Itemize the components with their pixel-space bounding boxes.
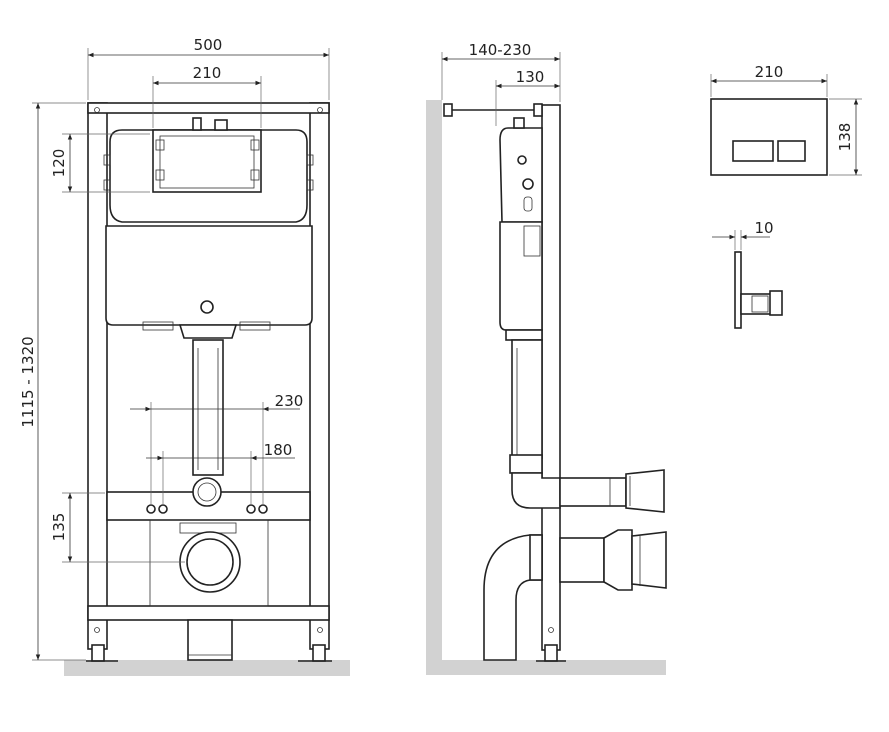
front-floor: [64, 660, 350, 676]
dim-frame-depth-label: 130: [516, 68, 545, 86]
flush-plate-front: [710, 98, 828, 176]
flush-plate-side: [734, 251, 742, 329]
side-inlet-pipe: [559, 477, 627, 507]
dim-outlet-height-label: 135: [50, 513, 68, 542]
flush-pipe: [192, 339, 224, 476]
top-rail: [87, 102, 330, 114]
side-wall: [426, 100, 442, 675]
dim-plate-thickness-label: 10: [754, 219, 773, 237]
flush-button-right: [777, 140, 806, 162]
dim-depth-label: 140-230: [469, 41, 532, 59]
drain-outlet: [179, 531, 241, 593]
side-upright: [541, 104, 561, 651]
cistern-body: [105, 225, 313, 326]
side-flush-pipe: [511, 339, 543, 459]
flush-plate: 210 138 10: [710, 63, 862, 329]
side-view: 140-230 130: [426, 41, 667, 675]
bolt-left-outer: [146, 504, 156, 514]
dim-height-label: 1115 - 1320: [19, 336, 37, 427]
bolt-right-inner: [246, 504, 256, 514]
dim-tank-width-label: 210: [193, 64, 222, 82]
side-outlet-pipe: [559, 537, 605, 583]
dim-plate-width-label: 210: [755, 63, 784, 81]
dim-top-offset-label: 120: [50, 149, 68, 178]
flush-button-left: [732, 140, 774, 162]
dim-bolt-outer-label: 230: [275, 392, 304, 410]
side-cistern-upper: [499, 127, 543, 223]
bolt-right-outer: [258, 504, 268, 514]
bottom-rail: [87, 605, 330, 621]
cistern-window: [152, 129, 262, 193]
side-floor: [426, 660, 666, 675]
pipe-connector: [192, 477, 222, 507]
dim-bolt-inner-label: 180: [264, 441, 293, 459]
front-view: 500 210 1115 - 1320 120 230 180: [19, 36, 350, 676]
dim-width-label: 500: [194, 36, 223, 54]
left-foot: [91, 644, 105, 662]
bolt-left-inner: [158, 504, 168, 514]
dim-plate-height-label: 138: [836, 123, 854, 152]
side-cistern-body: [499, 221, 543, 331]
drain-pipe: [187, 619, 233, 661]
right-foot: [312, 644, 326, 662]
cistern-valve-icon: [200, 300, 214, 314]
